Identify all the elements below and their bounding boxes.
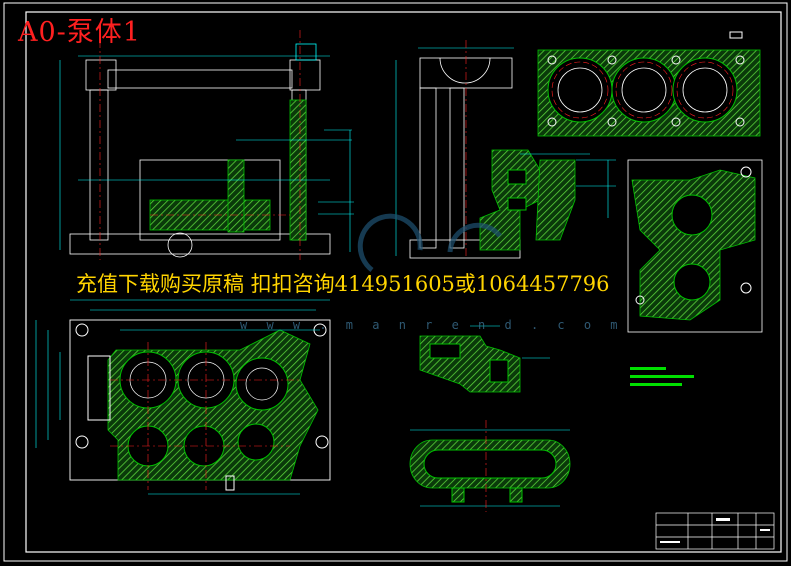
- watermark-text: w w w . m a n r e n d . c o m: [240, 318, 624, 332]
- title-block: [655, 512, 775, 550]
- outer-border: [3, 2, 788, 562]
- right-section-view: [627, 159, 763, 333]
- front-view: [69, 43, 331, 258]
- notes-block: [630, 367, 694, 386]
- watermark-logo: [357, 213, 502, 272]
- drawing-title: A0-泵体1: [18, 17, 141, 48]
- side-view-section: [479, 149, 576, 251]
- plan-view: [69, 319, 331, 491]
- inner-border: [25, 11, 782, 553]
- side-view-dims: [395, 47, 616, 256]
- plan-view-centerlines: [110, 342, 300, 490]
- front-view-dims: [59, 55, 354, 252]
- front-view-centerlines: [99, 30, 301, 260]
- promo-banner: 充值下载购买原稿 扣扣咨询414951605或1064457796: [76, 272, 610, 296]
- oblong-section-view: [409, 420, 571, 512]
- title-block-marks: [660, 518, 770, 543]
- small-section-detail: [419, 325, 550, 393]
- plan-view-dims: [35, 299, 330, 495]
- top-right-plate: [537, 31, 761, 137]
